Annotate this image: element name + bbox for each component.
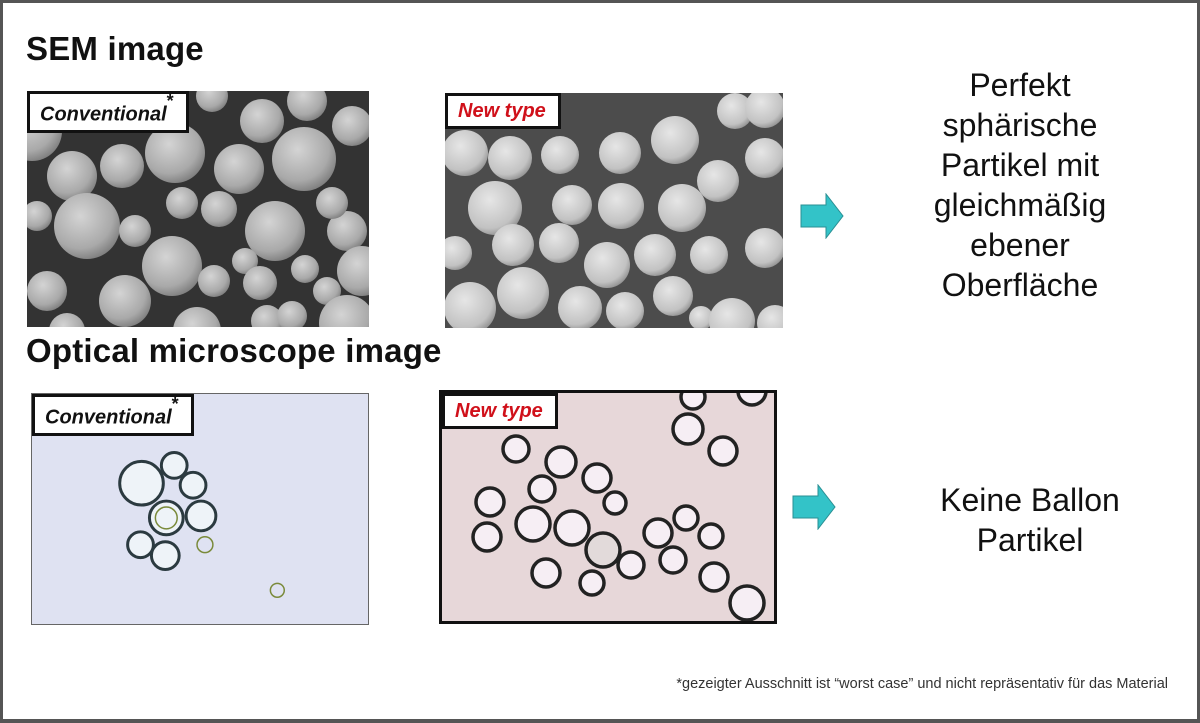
result-line: Partikel mit xyxy=(940,147,1100,183)
result-line: Perfekt xyxy=(969,67,1071,103)
result-line: Keine Ballon xyxy=(940,482,1120,518)
sem-conventional-image: Conventional* xyxy=(27,91,369,327)
result-line: Partikel xyxy=(976,522,1084,558)
optical-conventional-label: Conventional* xyxy=(32,394,194,436)
label-text: Conventional xyxy=(45,406,172,429)
asterisk-mark: * xyxy=(171,394,179,414)
asterisk-mark: * xyxy=(166,91,174,111)
optical-new-type-particles xyxy=(442,393,774,621)
label-text: New type xyxy=(455,400,543,422)
sem-new-type-label: New type xyxy=(445,93,561,129)
optical-new-type-label: New type xyxy=(442,393,558,429)
sem-section-title: SEM image xyxy=(26,30,204,67)
sem-new-type-image: New type xyxy=(445,93,783,328)
label-text: Conventional xyxy=(40,103,167,126)
sem-new-type-particles xyxy=(445,93,783,328)
optical-section-title: Optical microscope image xyxy=(26,332,442,369)
label-text: New type xyxy=(458,100,546,122)
optical-result-arrow-icon xyxy=(792,484,836,530)
sem-conventional-label: Conventional* xyxy=(27,91,189,133)
result-line: ebener xyxy=(970,227,1070,263)
result-line: gleichmäßig xyxy=(933,187,1107,223)
footnote: *gezeigter Ausschnitt ist “worst case” u… xyxy=(676,676,1168,692)
sem-result-text: Perfekt sphärische Partikel mit gleichmä… xyxy=(870,65,1170,305)
optical-result-text: Keine Ballon Partikel xyxy=(880,480,1180,560)
result-line: Oberfläche xyxy=(941,267,1099,303)
sem-result-arrow-icon xyxy=(800,193,844,239)
optical-new-type-image: New type xyxy=(439,390,777,624)
optical-conventional-particles xyxy=(32,394,368,624)
optical-conventional-image: Conventional* xyxy=(31,393,369,625)
result-line: sphärische xyxy=(942,107,1098,143)
